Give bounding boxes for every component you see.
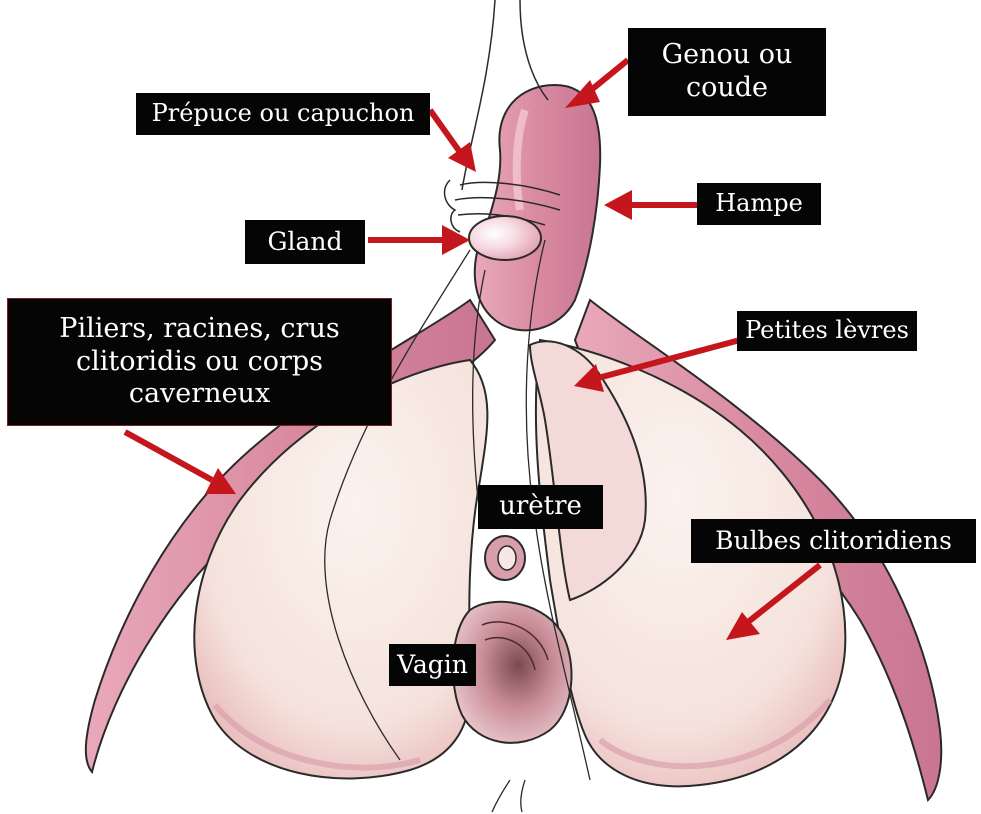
arrow-piliers — [125, 432, 236, 494]
label-bulbes: Bulbes clitoridiens — [691, 519, 976, 563]
label-hampe: Hampe — [697, 183, 821, 225]
label-uretre: urètre — [478, 485, 603, 529]
label-genou: Genou ou coude — [628, 28, 826, 116]
gland-shape — [469, 216, 541, 260]
arrow-prepuce — [430, 110, 476, 172]
label-piliers: Piliers, racines, crus clitoridis ou cor… — [7, 298, 392, 426]
label-petites-levres: Petites lèvres — [737, 311, 917, 351]
label-vagin: Vagin — [389, 644, 476, 686]
shaft-shape — [475, 85, 600, 330]
arrow-genou — [565, 60, 628, 108]
label-prepuce: Prépuce ou capuchon — [136, 93, 430, 135]
label-gland: Gland — [245, 220, 365, 264]
arrow-hampe — [604, 190, 697, 220]
